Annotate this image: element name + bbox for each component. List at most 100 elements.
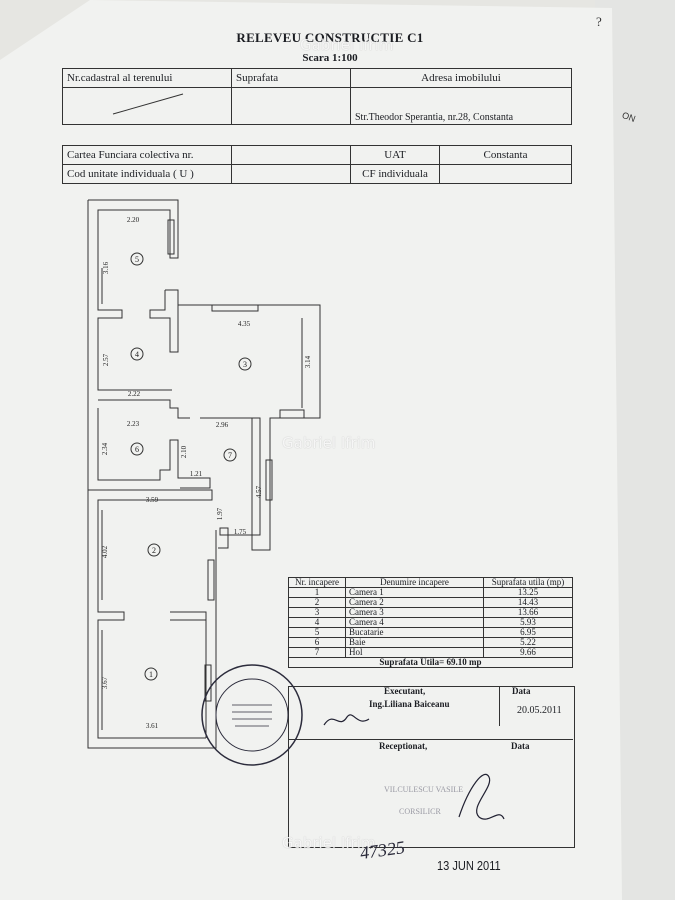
surface-value-cell bbox=[231, 87, 351, 125]
watermark-bottom: Gabriel Ifrim bbox=[282, 834, 376, 852]
executant-signature bbox=[323, 714, 370, 726]
signature-block: Executant, Data Ing.Liliana Baiceanu 20.… bbox=[288, 686, 575, 848]
room-1-number: 1 bbox=[149, 670, 153, 679]
room-2-marker bbox=[147, 543, 161, 557]
document-scale: Scara 1:100 bbox=[302, 52, 358, 64]
uat-value: Constanta bbox=[439, 145, 572, 165]
row-area: 14.43 bbox=[483, 597, 573, 608]
wall-room-2-1 bbox=[88, 489, 213, 739]
row-area: 5.93 bbox=[483, 617, 573, 628]
room-5-number: 5 bbox=[135, 255, 139, 264]
row-area: 6.95 bbox=[483, 627, 573, 638]
cadastral-strike-line bbox=[112, 93, 184, 115]
dim-label: 2.96 bbox=[216, 421, 229, 429]
dim-label: 3.61 bbox=[146, 722, 159, 730]
dim-label: 4.35 bbox=[238, 320, 251, 328]
window-room-5 bbox=[167, 219, 175, 255]
row-area: 5.22 bbox=[483, 637, 573, 648]
row-name: Camera 1 bbox=[345, 587, 484, 598]
dim-label: 1.75 bbox=[234, 528, 247, 536]
uat-label: UAT bbox=[350, 145, 440, 165]
row-name: Bucatarie bbox=[345, 627, 484, 638]
row-name: Baie bbox=[345, 637, 484, 648]
wall-rooms-5-4 bbox=[88, 199, 179, 391]
receptionat-signature bbox=[458, 773, 505, 820]
watermark-top: Gabriel Ifrim bbox=[300, 36, 394, 54]
receptionat-label: Receptionat, bbox=[379, 741, 428, 751]
certification-stamp bbox=[201, 664, 303, 766]
row-area: 9.66 bbox=[483, 647, 573, 658]
dim-label: 3.14 bbox=[304, 355, 312, 368]
row-name: Hol bbox=[345, 647, 484, 658]
dim-label: 4.57 bbox=[255, 485, 263, 498]
room-3-number: 3 bbox=[243, 360, 247, 369]
wall-room-6 bbox=[97, 408, 211, 489]
row-name: Camera 3 bbox=[345, 607, 484, 618]
watermark-middle: Gabriel Ifrim bbox=[282, 434, 376, 452]
room-6-marker bbox=[130, 442, 144, 456]
room-4-marker bbox=[130, 347, 144, 361]
dim-label: 4.02 bbox=[101, 545, 109, 558]
stamp-text: VILCULESCU VASILE bbox=[384, 785, 464, 794]
wall-outer-bottom bbox=[87, 490, 217, 749]
room-6-number: 6 bbox=[135, 445, 139, 454]
executant-label: Executant, bbox=[384, 686, 426, 696]
wall-partition-1-2 bbox=[170, 611, 207, 621]
window-room-1 bbox=[204, 664, 212, 702]
cadastral-label: Nr.cadastral al terenului bbox=[62, 68, 232, 88]
dim-label: 3.16 bbox=[102, 261, 110, 274]
dim-label: 3.59 bbox=[146, 496, 159, 504]
row-nr: 7 bbox=[288, 647, 346, 658]
dim-label: 2.10 bbox=[180, 445, 188, 458]
corner-mark: ? bbox=[596, 14, 602, 29]
room-4-number: 4 bbox=[135, 350, 139, 359]
cf-table: Cartea Funciara colectiva nr. UAT Consta… bbox=[62, 145, 572, 184]
window-room-3-top bbox=[211, 304, 259, 312]
dim-label: 2.22 bbox=[128, 390, 141, 398]
row-nr: 1 bbox=[288, 587, 346, 598]
row-nr: 2 bbox=[288, 597, 346, 608]
dim-label: 2.23 bbox=[127, 420, 140, 428]
dim-label: 2.57 bbox=[102, 353, 110, 366]
row-area: 13.66 bbox=[483, 607, 573, 618]
room-3-marker bbox=[238, 357, 252, 371]
wall-inner-4-3 bbox=[149, 290, 179, 353]
room-7-number: 7 bbox=[228, 451, 232, 460]
room-7-marker bbox=[223, 448, 237, 462]
col-header-nr: Nr. incapere bbox=[288, 577, 346, 588]
document-title: RELEVEU CONSTRUCTIE C1 bbox=[236, 30, 424, 45]
window-room-2 bbox=[207, 559, 215, 601]
total-area: Suprafata Utila= 69.10 mp bbox=[288, 657, 573, 668]
room-5-marker bbox=[130, 252, 144, 266]
cf-collective-label: Cartea Funciara colectiva nr. bbox=[62, 145, 232, 165]
row-nr: 4 bbox=[288, 617, 346, 628]
date-label: Data bbox=[499, 686, 531, 726]
window-room-3-bottom bbox=[279, 409, 305, 419]
col-header-name: Denumire incapere bbox=[345, 577, 484, 588]
rooms-table: Nr. incapere Denumire incapere Suprafata… bbox=[288, 577, 573, 668]
dim-label: 3.67 bbox=[101, 676, 109, 689]
date-label-2: Data bbox=[511, 741, 530, 751]
wall-room-3 bbox=[165, 289, 321, 551]
address-value: Str.Theodor Sperantia, nr.28, Constanta bbox=[350, 87, 572, 125]
row-name: Camera 2 bbox=[345, 597, 484, 608]
executant-name: Ing.Liliana Baiceanu bbox=[369, 699, 450, 709]
row-name: Camera 4 bbox=[345, 617, 484, 628]
cf-individual-label: CF individuala bbox=[350, 164, 440, 184]
room-2-number: 2 bbox=[152, 546, 156, 555]
row-nr: 5 bbox=[288, 627, 346, 638]
window-hall bbox=[265, 459, 273, 501]
col-header-area: Suprafata utila (mp) bbox=[483, 577, 573, 588]
dim-label: 1.97 bbox=[216, 507, 224, 520]
wall-rooms-4-6 bbox=[98, 399, 190, 419]
room-1-marker bbox=[144, 667, 158, 681]
dim-label: 1.21 bbox=[190, 470, 203, 478]
registration-date: 13 JUN 2011 bbox=[437, 858, 501, 873]
divider bbox=[288, 739, 573, 740]
